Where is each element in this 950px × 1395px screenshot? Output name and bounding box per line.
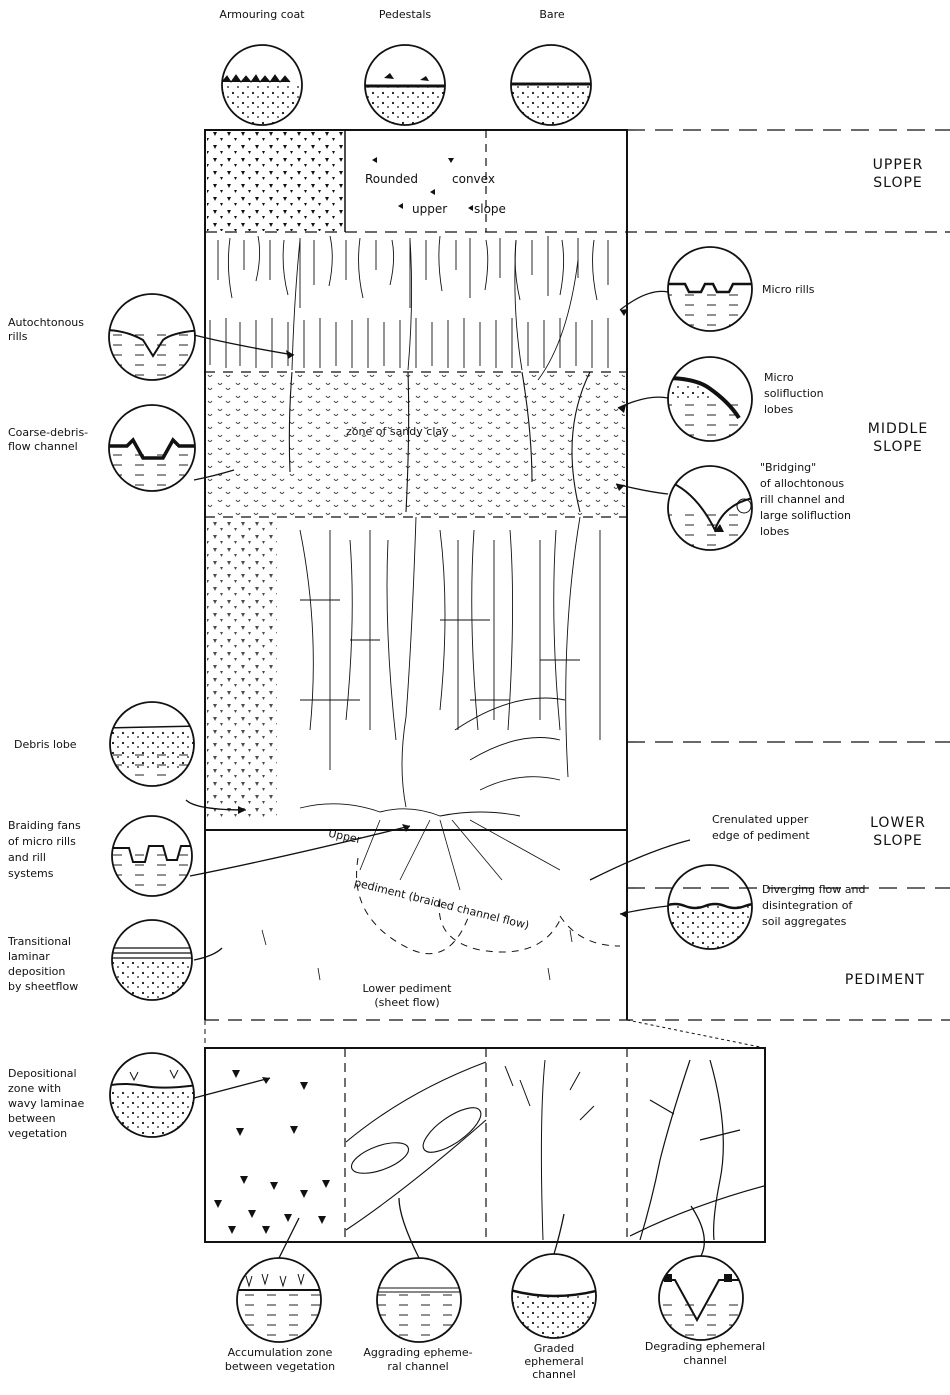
armoured-surface — [207, 132, 344, 231]
label-lower-pediment: Lower pediment (sheet flow) — [352, 982, 462, 1010]
vegetation-tufts — [214, 1070, 330, 1234]
degrading-channel — [630, 1060, 764, 1240]
bottom-panels — [205, 1020, 765, 1242]
label-armouring-coat: Armouring coat — [212, 8, 312, 22]
graded-channel — [505, 1060, 594, 1240]
label-crenulated: Crenulated upper edge of pediment — [712, 812, 842, 844]
label-pedestals: Pedestals — [365, 8, 445, 22]
zone-middle-slope: MIDDLE SLOPE — [858, 420, 938, 456]
label-braiding-fans: Braiding fans of micro rills and rill sy… — [8, 818, 103, 882]
label-upper: upper — [412, 202, 447, 216]
label-coarse-debris: Coarse-debris- flow channel — [8, 426, 103, 454]
sheetflow-marks — [262, 930, 572, 980]
debris-channel — [207, 520, 277, 820]
label-transitional: Transitional laminar deposition by sheet… — [8, 934, 103, 994]
label-micro-solifluction: Micro solifluction lobes — [764, 370, 864, 418]
label-diverging: Diverging flow and disintegration of soi… — [762, 882, 912, 930]
label-depositional: Depositional zone with wavy laminae betw… — [8, 1066, 103, 1141]
label-debris-lobe: Debris lobe — [14, 738, 104, 752]
zone-lower-slope: LOWER SLOPE — [858, 814, 938, 850]
label-autochtonous-rills: Autochtonous rills — [8, 316, 103, 344]
label-micro-rills: Micro rills — [762, 283, 862, 297]
rill-network — [210, 236, 608, 380]
braided-fans — [357, 858, 620, 954]
label-degrading: Degrading ephemeral channel — [620, 1340, 790, 1368]
label-accumulation: Accumulation zone between vegetation — [200, 1346, 360, 1374]
label-rounded: Rounded — [365, 172, 418, 186]
zone-pediment: PEDIMENT — [830, 971, 940, 989]
label-bridging: "Bridging" of allochtonous rill channel … — [760, 460, 890, 540]
dendritic-channels — [300, 517, 600, 816]
label-slope: slope — [474, 202, 506, 216]
label-aggrading: Aggrading epheme- ral channel — [348, 1346, 488, 1374]
label-bare: Bare — [522, 8, 582, 22]
aggrading-channel — [346, 1062, 487, 1230]
label-convex: convex — [452, 172, 495, 186]
label-zone-sandy-clay: zone of sandy clay — [346, 425, 449, 439]
label-graded: Graded ephemeral channel — [504, 1342, 604, 1381]
zone-upper-slope: UPPER SLOPE — [858, 156, 938, 192]
sandy-clay-zone — [207, 374, 625, 516]
